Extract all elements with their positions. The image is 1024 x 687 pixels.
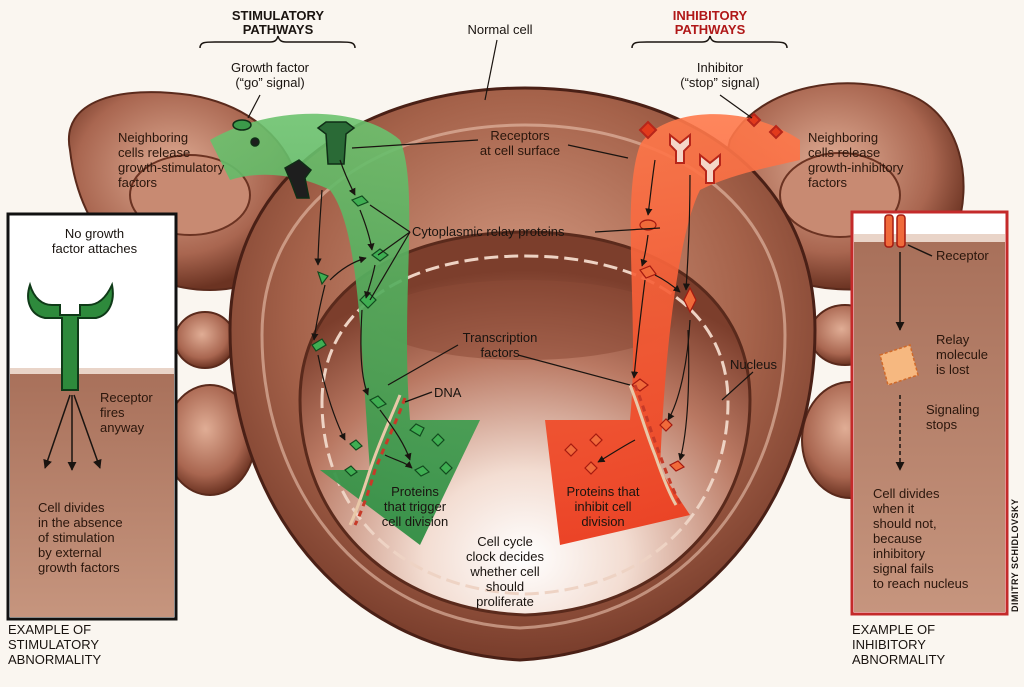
inhibitory-pathway-arrow xyxy=(545,114,800,545)
receptor-fires-label: Receptor fires anyway xyxy=(100,390,153,435)
red-receptors xyxy=(638,112,784,184)
relay-proteins-label: Cytoplasmic relay proteins xyxy=(412,224,565,239)
relay-lost-label: Relay molecule is lost xyxy=(936,332,989,377)
receptor-icon xyxy=(884,214,906,248)
neighbor-inhibitory-label: Neighboring cells release growth-inhibit… xyxy=(808,130,904,190)
lost-relay-icon xyxy=(879,344,919,386)
leader-lines xyxy=(247,39,754,403)
no-growth-factor-label: No growth factor attaches xyxy=(51,226,138,256)
dna-strands xyxy=(348,384,683,526)
growth-factor-label: Growth factor (“go” signal) xyxy=(230,60,310,90)
receptor-label: Receptor xyxy=(936,248,989,263)
right-inset xyxy=(850,210,1009,616)
stimulatory-header: STIMULATORY PATHWAYS xyxy=(231,8,325,37)
inhibitory-abnormality-caption: EXAMPLE OF INHIBITORY ABNORMALITY xyxy=(852,622,946,667)
proteins-inhibit-label: Proteins that inhibit cell division xyxy=(566,484,640,529)
stuck-receptor-icon xyxy=(27,281,114,391)
right-divides-label: Cell divides when it should not, because… xyxy=(873,486,969,591)
signaling-stops-label: Signaling stops xyxy=(926,402,980,432)
stimulatory-abnormality-caption: EXAMPLE OF STIMULATORY ABNORMALITY xyxy=(8,622,102,667)
normal-cell-label: Normal cell xyxy=(467,22,533,37)
left-divides-label: Cell divides in the absence of stimulati… xyxy=(38,500,123,575)
dna-label: DNA xyxy=(434,385,462,400)
receptors-label: Receptors at cell surface xyxy=(479,128,561,158)
cell-cycle-clock-label: Cell cycle clock decides whether cell sh… xyxy=(465,534,545,609)
transcription-factors-label: Transcription factors xyxy=(462,330,538,360)
inhibitory-header: INHIBITORY PATHWAYS xyxy=(672,8,748,37)
artist-credit: DIMITRY SCHIDLOVSKY xyxy=(1010,498,1020,612)
green-receptors xyxy=(232,119,356,199)
signal-arrows xyxy=(311,159,691,469)
inset-right-arrows xyxy=(895,244,933,471)
stimulatory-pathway-arrow xyxy=(210,113,480,545)
inhibitor-label: Inhibitor (“stop” signal) xyxy=(680,60,760,90)
proteins-trigger-label: Proteins that trigger cell division xyxy=(381,484,449,529)
red-relay-proteins xyxy=(564,219,697,475)
neighbor-stimulatory-label: Neighboring cells release growth-stimula… xyxy=(118,130,225,190)
header-brackets xyxy=(199,35,788,49)
green-relay-proteins xyxy=(311,195,453,477)
left-inset xyxy=(6,212,178,621)
inset-left-arrows xyxy=(43,394,102,471)
nucleus-label: Nucleus xyxy=(730,357,777,372)
